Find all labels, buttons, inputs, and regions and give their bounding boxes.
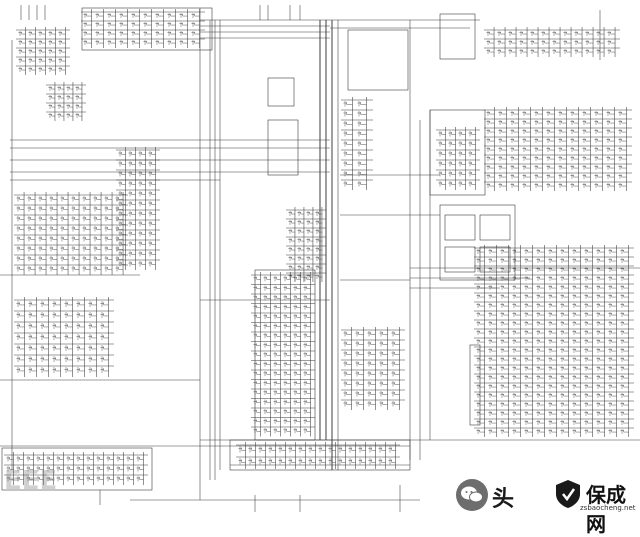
memory-array-upper-right	[484, 107, 632, 191]
logic-array-center-upper	[286, 207, 326, 282]
memory-array-lower-right	[474, 245, 634, 437]
watermark-site-url: zsbaocheng.net	[580, 504, 636, 512]
logic-array-lower-left	[14, 297, 114, 377]
transistor-cell-arrays	[4, 9, 634, 485]
sense-block-right	[436, 127, 480, 190]
input-stage-top-left	[16, 27, 70, 75]
circuit-schematic	[0, 5, 640, 512]
io-array-bottom-center	[236, 442, 400, 469]
memory-array-left	[14, 192, 128, 275]
logic-array-mid-lower	[341, 327, 405, 410]
register-block-left	[46, 82, 86, 121]
watermark: 头 保成网 zsbaocheng.net	[450, 477, 640, 536]
driver-array-top-right	[484, 27, 620, 57]
shield-icon	[554, 479, 582, 509]
watermark-faint-text: EEE	[4, 466, 58, 496]
logic-column-mid	[341, 97, 373, 190]
decoder-array-top	[81, 9, 205, 48]
control-column-left	[116, 147, 160, 270]
wechat-bubble-icon	[456, 479, 488, 511]
schematic-frame	[0, 5, 640, 512]
watermark-brand-prefix: 头	[492, 487, 516, 512]
logic-array-center	[251, 272, 315, 437]
io-array-bottom-left	[4, 452, 148, 485]
